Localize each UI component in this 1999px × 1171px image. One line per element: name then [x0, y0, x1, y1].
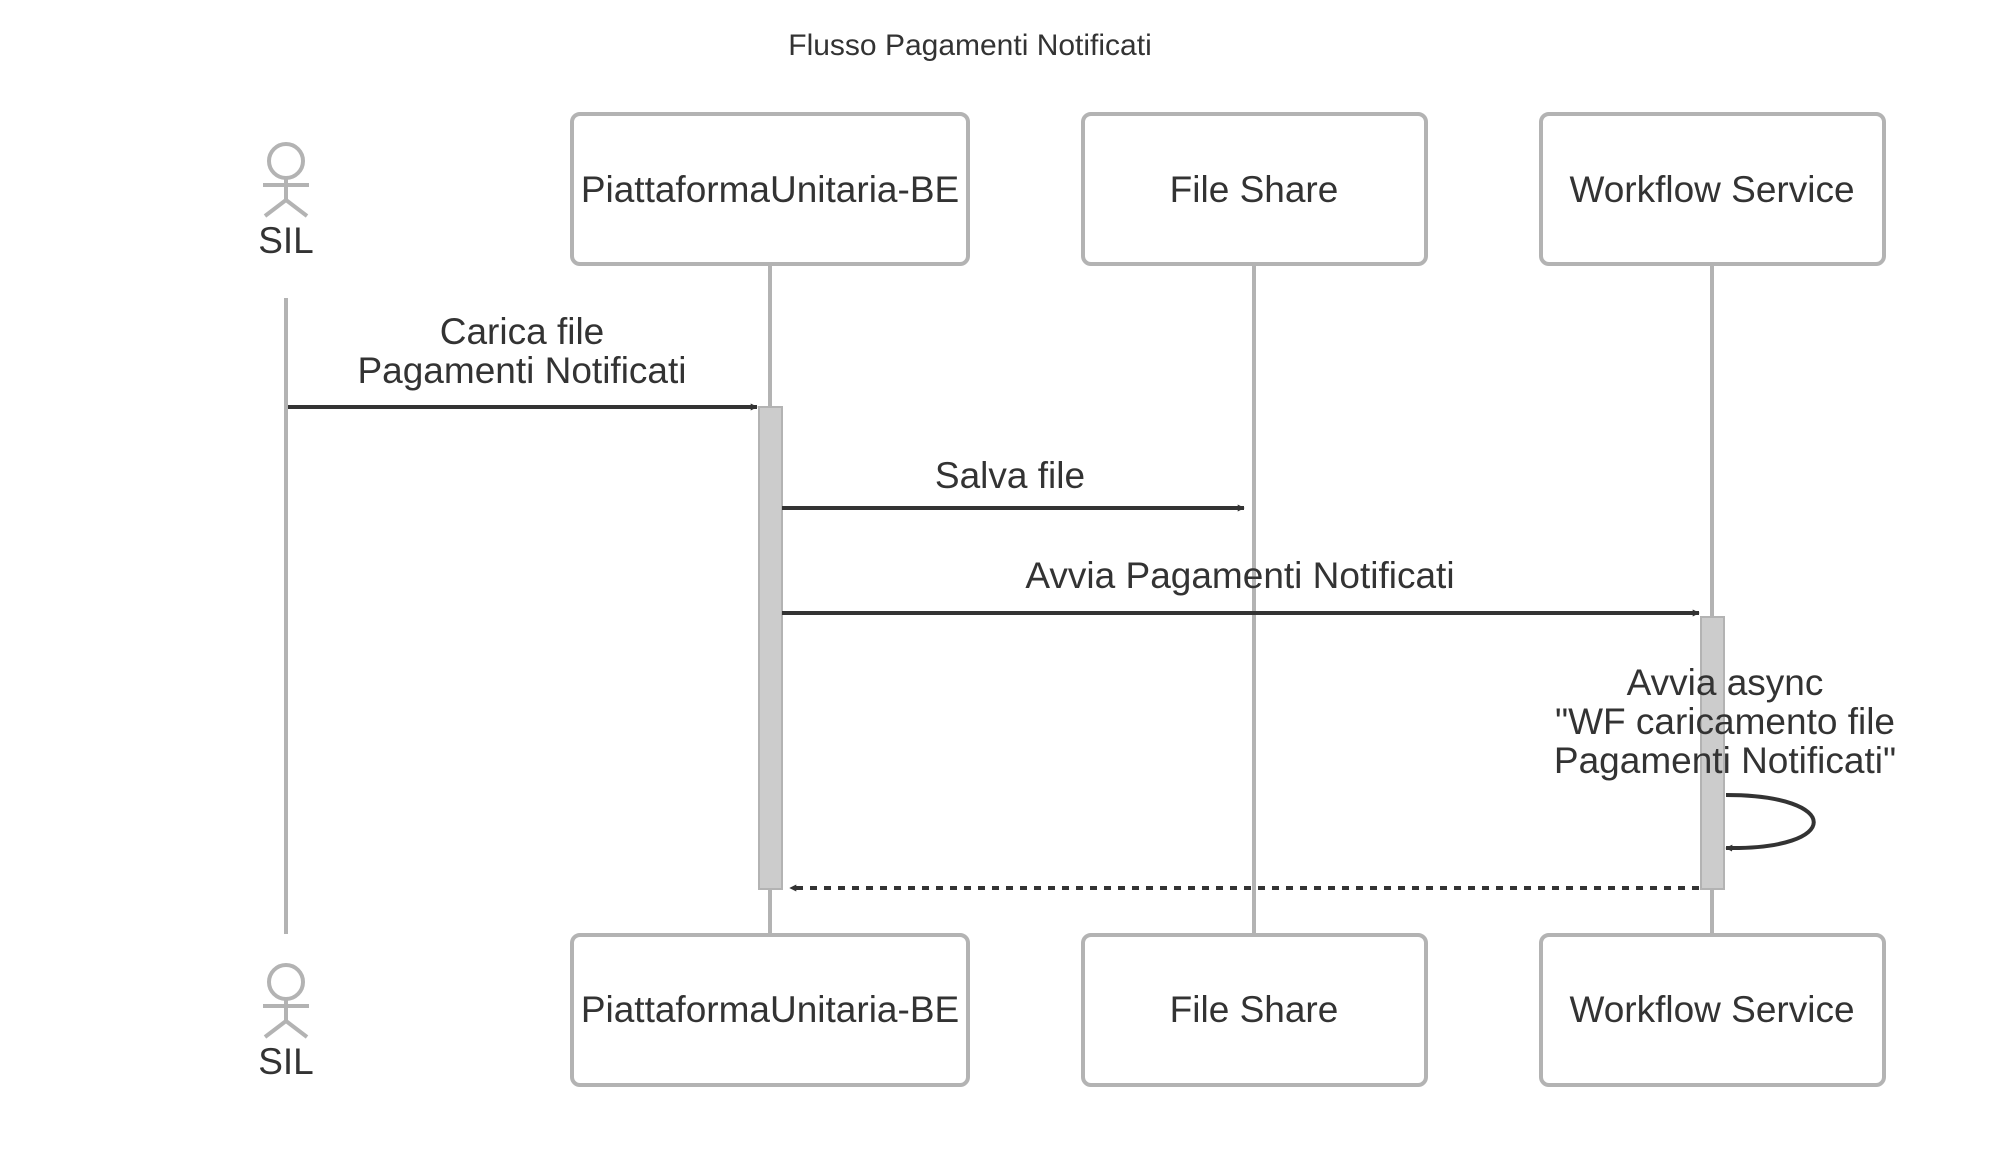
message-avvia-async: Avvia async "WF caricamento file Pagamen… [1554, 662, 1896, 852]
message-label-line: Pagamenti Notificati" [1554, 740, 1896, 781]
participant-label: PiattaformaUnitaria-BE [581, 169, 959, 210]
participant-box [570, 112, 970, 266]
message-label-line: Salva file [935, 455, 1085, 496]
message-avvia-pagamenti: Avvia Pagamenti Notificati [782, 555, 1700, 617]
participant-file-share-top: File Share [1081, 112, 1428, 266]
participant-piattaforma-top: PiattaformaUnitaria-BE [570, 112, 970, 266]
participant-box [1081, 112, 1428, 266]
message-label-line: Avvia async [1627, 662, 1824, 703]
person-icon [263, 142, 309, 218]
person-icon [263, 963, 309, 1039]
participant-workflow-service-top: Workflow Service [1539, 112, 1886, 266]
message-label-line: "WF caricamento file [1555, 701, 1895, 742]
participant-label: Workflow Service [1569, 989, 1854, 1030]
participant-box [570, 933, 970, 1087]
participant-label: File Share [1170, 169, 1339, 210]
activation-bar-workflow [1700, 616, 1725, 890]
activation-bar-piattaforma [758, 406, 783, 890]
participant-box [1539, 933, 1886, 1087]
message-salva-file: Salva file [782, 455, 1245, 512]
actor-label-bottom: SIL [258, 1041, 314, 1082]
message-label-line: Carica file [440, 311, 605, 352]
actor-label-top: SIL [258, 220, 314, 261]
diagram-title: Flusso Pagamenti Notificati [788, 29, 1152, 62]
participant-label: File Share [1170, 989, 1339, 1030]
participant-box [1081, 933, 1428, 1087]
message-label-line: Avvia Pagamenti Notificati [1025, 555, 1454, 596]
participant-piattaforma-bottom: PiattaformaUnitaria-BE [570, 933, 970, 1087]
actor-sil-bottom: SIL [258, 963, 314, 1082]
message-carica-file: Carica file Pagamenti Notificati [288, 311, 758, 411]
message-label-line: Pagamenti Notificati [357, 350, 686, 391]
participant-file-share-bottom: File Share [1081, 933, 1428, 1087]
participant-label: PiattaformaUnitaria-BE [581, 989, 959, 1030]
self-message-arrow [1725, 793, 1816, 852]
participant-label: Workflow Service [1569, 169, 1854, 210]
participant-box [1539, 112, 1886, 266]
participant-workflow-service-bottom: Workflow Service [1539, 933, 1886, 1087]
actor-sil-top: SIL [258, 142, 314, 261]
